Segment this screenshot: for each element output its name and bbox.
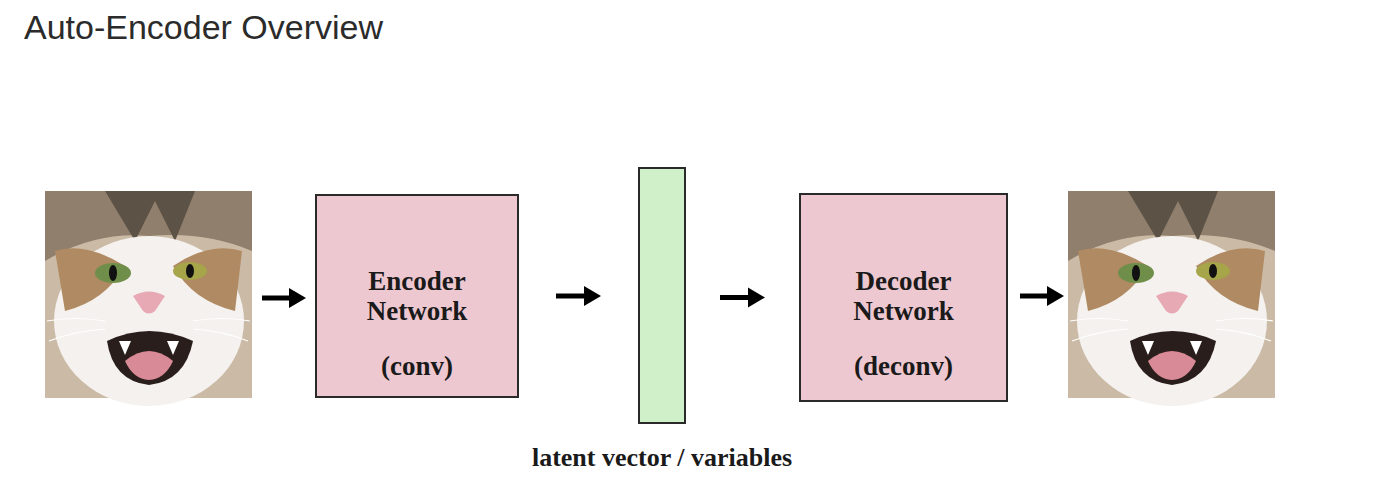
box-title: Encoder Network (337, 266, 497, 326)
flow-arrow (556, 286, 601, 306)
latent-vector: latent vector / variables (638, 167, 686, 424)
output-arrow (1020, 286, 1064, 306)
diagram-title: Auto-Encoder Overview (24, 8, 383, 47)
arrow-shaft (720, 295, 751, 300)
box-title: Decoder Network (824, 266, 984, 326)
encoder-box: Encoder Network (conv) (315, 194, 519, 398)
arrow-head (584, 286, 601, 306)
input-image (45, 191, 252, 406)
input-arrow (262, 288, 306, 308)
box-subtitle: (conv) (337, 351, 497, 381)
flow-arrow (720, 288, 765, 308)
arrow-shaft (556, 294, 587, 299)
arrow-head (748, 288, 765, 308)
latent-label: latent vector / variables (532, 443, 792, 473)
decoder-box: Decoder Network (deconv) (799, 193, 1008, 402)
box-subtitle: (deconv) (824, 351, 984, 381)
output-image (1068, 191, 1275, 406)
